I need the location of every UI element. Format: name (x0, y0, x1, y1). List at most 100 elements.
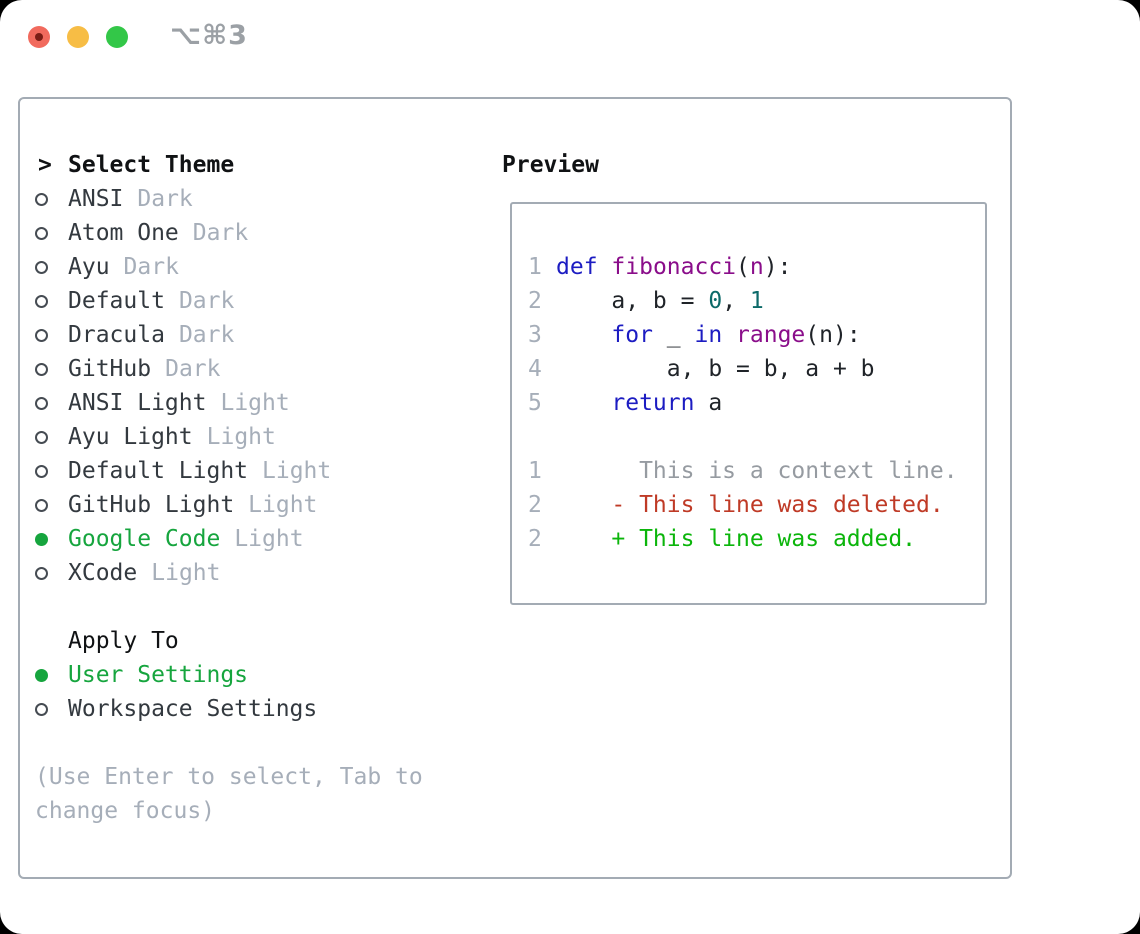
theme-variant: Dark (178, 288, 235, 314)
theme-item-default-light[interactable]: Default Light Light (35, 454, 423, 488)
theme-item-label: Ayu Light (68, 424, 193, 450)
line-number: 2 (528, 492, 542, 518)
theme-variant: Dark (137, 186, 193, 212)
radio-unselected-icon (35, 464, 68, 478)
token-plain: ): (763, 254, 792, 280)
selection-prompt-icon: > (38, 152, 52, 178)
token-plain: ( (736, 254, 750, 280)
preview-title: Preview (502, 152, 599, 178)
radio-unselected-icon (35, 226, 68, 240)
token-function: range (736, 322, 806, 348)
theme-item-ayu-light[interactable]: Ayu Light Light (35, 420, 423, 454)
token-literal: 0 (708, 288, 723, 314)
radio-unselected-icon (35, 362, 68, 376)
theme-item-label: ANSI (68, 186, 124, 212)
theme-variant: Dark (192, 220, 249, 246)
theme-item-label: XCode (68, 560, 138, 586)
theme-variant: Dark (165, 356, 221, 382)
token-plain: a, b = (556, 288, 709, 314)
token-function: fibonacci (611, 254, 737, 280)
line-number: 1 (528, 458, 542, 484)
theme-variant: Light (262, 458, 332, 484)
apply-option-user-settings[interactable]: User Settings (35, 658, 423, 692)
theme-item-label: Default Light (68, 458, 249, 484)
token-plain: _ (652, 322, 695, 348)
zoom-button[interactable] (106, 26, 128, 48)
theme-item-label: Ayu (68, 254, 110, 280)
preview-line: 2 + This line was added. (528, 522, 985, 556)
preview-line: 4 a, b = b, a + b (528, 352, 985, 386)
apply-option-workspace-settings[interactable]: Workspace Settings (35, 692, 423, 726)
apply-option-label: User Settings (68, 662, 249, 688)
theme-item-github[interactable]: GitHub Dark (35, 352, 423, 386)
radio-unselected-icon (35, 498, 68, 512)
line-number: 2 (528, 288, 542, 314)
close-button[interactable] (28, 26, 50, 48)
minimize-button[interactable] (67, 26, 89, 48)
preview-line: 5 return a (528, 386, 985, 420)
line-number: 5 (528, 390, 542, 416)
radio-unselected-icon (35, 702, 68, 716)
theme-item-label: Google Code (68, 526, 221, 552)
token-context: This is a context line. (556, 458, 958, 484)
radio-unselected-icon (35, 260, 68, 274)
line-number: 3 (528, 322, 542, 348)
theme-item-atom-one[interactable]: Atom One Dark (35, 216, 423, 250)
spacer (35, 726, 423, 760)
radio-unselected-icon (35, 396, 68, 410)
radio-unselected-icon (35, 566, 68, 580)
preview-line: 1 def fibonacci(n): (528, 250, 985, 284)
token-literal: 1 (749, 288, 764, 314)
traffic-lights (28, 26, 128, 48)
theme-variant: Light (206, 424, 276, 450)
unsaved-indicator-dot (35, 33, 43, 41)
token-plain (598, 254, 612, 280)
spacer (35, 590, 423, 624)
theme-item-default[interactable]: Default Dark (35, 284, 423, 318)
line-number: 1 (528, 254, 542, 280)
radio-selected-icon (35, 532, 68, 546)
theme-item-label: GitHub (68, 356, 152, 382)
radio-unselected-icon (35, 294, 68, 308)
token-plain: (n): (805, 322, 861, 348)
token-keyword: def (556, 254, 598, 280)
token-function: n (749, 254, 764, 280)
radio-unselected-icon (35, 192, 68, 206)
theme-item-label: Dracula (68, 322, 165, 348)
theme-item-label: ANSI Light (68, 390, 207, 416)
help-text-line-1: (Use Enter to select, Tab to (35, 764, 423, 790)
help-text-line-2: change focus) (35, 798, 216, 824)
preview-line: 2 a, b = 0, 1 (528, 284, 985, 318)
theme-variant: Dark (123, 254, 179, 280)
token-keyword: in (694, 322, 723, 348)
token-deleted: - This line was deleted. (556, 492, 944, 518)
preview-line (528, 420, 985, 454)
preview-line: 3 for _ in range(n): (528, 318, 985, 352)
theme-item-ansi[interactable]: ANSI Dark (35, 182, 423, 216)
token-plain: , (722, 288, 750, 314)
token-plain (722, 322, 736, 348)
token-added: + This line was added. (556, 526, 917, 552)
radio-unselected-icon (35, 430, 68, 444)
token-plain (556, 322, 611, 348)
line-number: 2 (528, 526, 542, 552)
line-number: 4 (528, 356, 542, 382)
theme-item-google-code[interactable]: Google Code Light (35, 522, 423, 556)
theme-item-label: Atom One (68, 220, 179, 246)
preview-line: 2 - This line was deleted. (528, 488, 985, 522)
radio-unselected-icon (35, 328, 68, 342)
theme-item-label: Default (68, 288, 165, 314)
preview-line: 1 This is a context line. (528, 454, 985, 488)
theme-variant: Light (234, 526, 304, 552)
token-plain: a (694, 390, 723, 416)
theme-item-ayu[interactable]: Ayu Dark (35, 250, 423, 284)
